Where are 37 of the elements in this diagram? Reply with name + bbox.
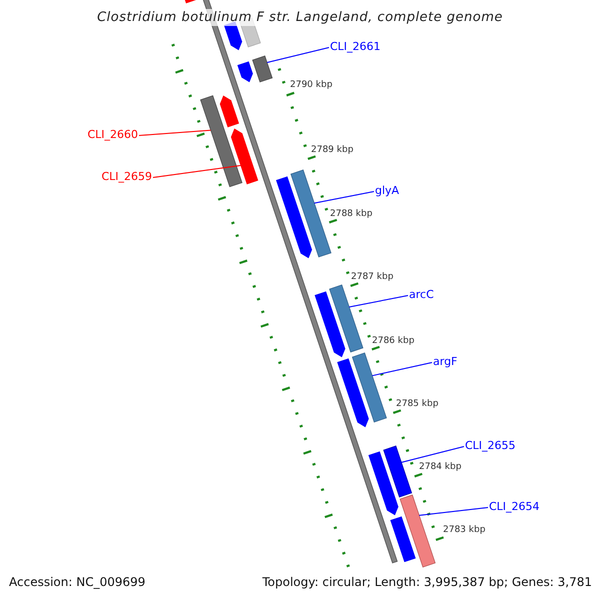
leader-line <box>400 446 464 463</box>
gene-block <box>230 128 258 184</box>
gene-label: arcC <box>409 289 434 300</box>
gene-block <box>337 358 369 428</box>
gene-block <box>368 451 398 516</box>
gene-block <box>390 516 416 562</box>
gene-block <box>314 291 346 358</box>
leader-line <box>314 191 374 204</box>
leader-line <box>418 507 488 516</box>
scale-label: 2783 kbp <box>443 526 486 535</box>
scale-label: 2789 kbp <box>311 146 354 155</box>
gene-block <box>276 176 312 258</box>
leader-line <box>372 362 432 376</box>
gene-label: argF <box>433 356 458 367</box>
gene-block <box>329 284 364 352</box>
gene-block <box>352 352 387 422</box>
gene-block <box>237 61 253 82</box>
scale-label: 2787 kbp <box>351 273 394 282</box>
gene-block <box>200 95 242 188</box>
genome-info-label: Topology: circular; Length: 3,995,387 bp; Genes: 3,781 <box>262 576 592 588</box>
leader-line <box>266 47 330 63</box>
gene-label: CLI_2661 <box>330 41 381 52</box>
scale-label: 2785 kbp <box>396 400 438 409</box>
gene-label: CLI_2659 <box>101 171 152 182</box>
scale-label: 2786 kbp <box>372 337 414 346</box>
gene-label: CLI_2655 <box>465 440 516 451</box>
scale-label: 2788 kbp <box>330 210 372 219</box>
gene-label: glyA <box>375 185 400 196</box>
gene-block <box>220 95 240 128</box>
gene-block <box>383 446 412 498</box>
scale-label: 2790 kbp <box>290 81 332 90</box>
gene-label: CLI_2660 <box>87 129 138 140</box>
gene-block <box>252 56 273 82</box>
scale-label: 2784 kbp <box>419 463 462 472</box>
accession-label: Accession: NC_009699 <box>9 576 146 588</box>
gene-block <box>290 170 332 258</box>
gene-label: CLI_2654 <box>489 501 540 512</box>
